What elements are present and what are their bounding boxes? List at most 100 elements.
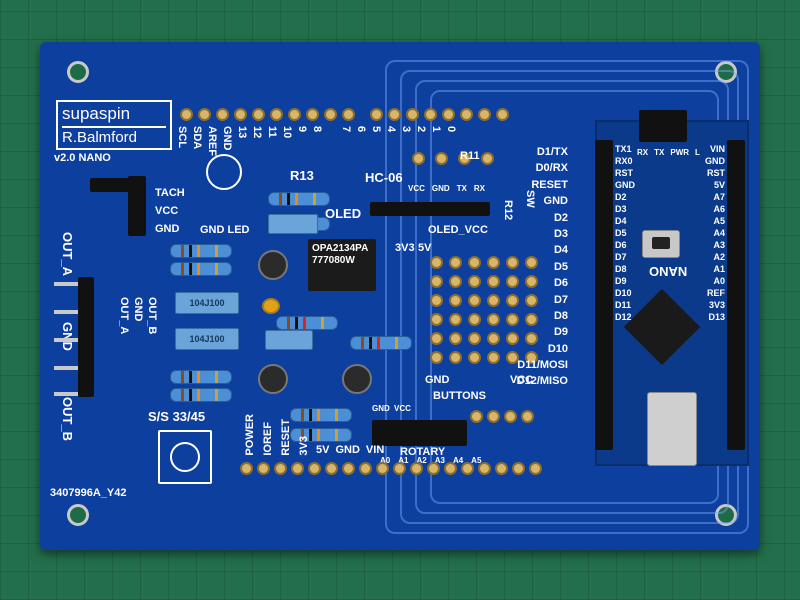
- version-label: v2.0 NANO: [54, 152, 111, 164]
- nano-right-pin-labels: VIN GND RST 5V A7 A6 A5 A4 A3 A2 A1 A0 R…: [701, 144, 725, 322]
- hc-pin-label: GND: [431, 184, 450, 193]
- pin-label: 13: [236, 126, 248, 139]
- output-pins: [54, 392, 78, 396]
- gnd-small-label: GND: [132, 297, 144, 322]
- pin-label: 9: [296, 126, 308, 133]
- proto-gnd-label: GND: [425, 374, 450, 386]
- output-pins: [54, 282, 78, 286]
- film-capacitor-4: [268, 214, 318, 234]
- opamp-chip: OPA2134PA 777080W: [308, 239, 376, 291]
- digital-pin-label: D0/RX: [535, 162, 568, 175]
- oled-header: [370, 202, 490, 216]
- resistor: [276, 316, 338, 330]
- pin-label: AREF: [206, 126, 218, 156]
- analog-pin-label: A4: [452, 456, 464, 465]
- nano-pin-label: D13: [708, 312, 725, 322]
- top-pin-labels: SCL SDA AREF GND 13 12 11 10 9 8 7 6 5 4…: [176, 126, 457, 156]
- analog-pin-label: A5: [471, 456, 482, 465]
- pin-label: SCL: [176, 126, 188, 148]
- digital-pin-label: D5: [553, 260, 568, 273]
- hc06-pads: [412, 152, 494, 165]
- output-header: [78, 277, 94, 397]
- top-header-pads: [180, 108, 355, 121]
- nano-pin-label: GND: [615, 180, 635, 190]
- buttons-rotary-header: [372, 420, 467, 446]
- film-capacitor-1: 104J100: [175, 292, 239, 314]
- resistor: [170, 244, 232, 258]
- nano-pin-label: A4: [713, 228, 725, 238]
- gnd-led-label: GND LED: [200, 224, 250, 236]
- mounting-hole-top-left: [67, 61, 89, 83]
- digital-pin-label: GND: [543, 195, 568, 208]
- nano-pin-label: TX1: [615, 144, 632, 154]
- pin-label: 12: [251, 126, 263, 139]
- nano-pin-label: D4: [615, 216, 627, 226]
- tach-gnd-label: GND: [155, 223, 180, 235]
- digital-pin-label: D7: [553, 293, 568, 306]
- nano-pin-label: A2: [713, 252, 725, 262]
- mini-usb-port[interactable]: [647, 392, 697, 466]
- tach-label: TACH: [155, 187, 185, 199]
- digital-pin-label: D11/MOSI: [517, 359, 568, 372]
- digital-pin-label: D6: [553, 277, 568, 290]
- nano-led-labels: RX TX PWR L: [637, 148, 700, 157]
- resistor: [170, 370, 232, 384]
- opamp-part-number: OPA2134PA: [312, 243, 369, 254]
- out-b-small-label: OUT_B: [146, 297, 158, 335]
- power-pin-label: GND: [335, 443, 360, 456]
- nano-pin-label: REF: [707, 288, 725, 298]
- nano-pin-label: D5: [615, 228, 627, 238]
- digital-pin-label: D2: [553, 211, 568, 224]
- resistor: [290, 428, 352, 442]
- tach-vcc-label: VCC: [155, 205, 179, 217]
- led-label: TX: [654, 148, 665, 157]
- nano-pin-label: A3: [713, 240, 725, 250]
- nano-pin-label: A7: [713, 192, 725, 202]
- logo-author: R.Balmford: [62, 126, 166, 146]
- nano-pin-label: 5V: [713, 180, 725, 190]
- led-footprint: [206, 154, 242, 190]
- pin-label: 7: [340, 126, 352, 133]
- board-logo: supaspin R.Balmford: [56, 100, 172, 150]
- rotary-label: ROTARY: [400, 446, 446, 458]
- pin-label: 0: [445, 126, 457, 133]
- nano-pin-label: D2: [615, 192, 627, 202]
- nano-reset-button[interactable]: [642, 230, 680, 258]
- speed-select-button[interactable]: [158, 430, 212, 484]
- analog-pin-labels: A0 A1 A2 A3 A4 A5: [380, 456, 481, 465]
- pin-label: 10: [281, 126, 293, 139]
- digital-pin-label: D10: [547, 342, 568, 355]
- electrolytic-capacitor: [258, 364, 288, 394]
- gnd-label: GND: [60, 322, 75, 351]
- oled-vcc-label: OLED_VCC: [428, 224, 488, 236]
- nano-pin-label: RX0: [615, 156, 633, 166]
- nano-pin-label: D9: [615, 276, 627, 286]
- analog-pin-label: A1: [398, 456, 409, 465]
- pin-label: GND: [221, 126, 233, 151]
- nano-module-label: NANO: [649, 264, 688, 279]
- pin-label: 4: [385, 126, 397, 133]
- atmega-microcontroller: [623, 288, 701, 366]
- serial-number: 3407996A_Y42: [50, 487, 127, 499]
- nano-pin-label: D12: [615, 312, 632, 322]
- hc06-pin-labels: VCC GND TX RX: [408, 184, 485, 193]
- pcb-board: supaspin R.Balmford v2.0 NANO SCL SDA AR…: [40, 42, 760, 550]
- buttons-pads: [470, 410, 534, 423]
- led-label: RX: [637, 148, 649, 157]
- right-pin-labels: D1/TX D0/RX RESET GND D2 D3 D4 D5 D6 D7 …: [508, 146, 568, 387]
- arduino-nano-module: TX1 RX0 RST GND D2 D3 D4 D5 D6 D7 D8 D9 …: [595, 110, 749, 466]
- nano-pin-label: A0: [713, 276, 725, 286]
- electrolytic-capacitor: [258, 250, 288, 280]
- power-pin-label: IOREF: [262, 421, 274, 456]
- pin-label: 3: [400, 126, 412, 133]
- nano-pin-label: D10: [615, 288, 632, 298]
- digital-pin-label: D1/TX: [536, 146, 568, 158]
- nano-pin-label: D3: [615, 204, 627, 214]
- resistor-r13: [268, 192, 330, 206]
- output-pins: [54, 366, 78, 370]
- mounting-hole-bottom-left: [67, 504, 89, 526]
- pin-label: 6: [355, 126, 367, 133]
- pin-label: 11: [266, 126, 278, 138]
- digital-pin-label: D8: [553, 309, 568, 322]
- nano-right-header: [727, 140, 745, 450]
